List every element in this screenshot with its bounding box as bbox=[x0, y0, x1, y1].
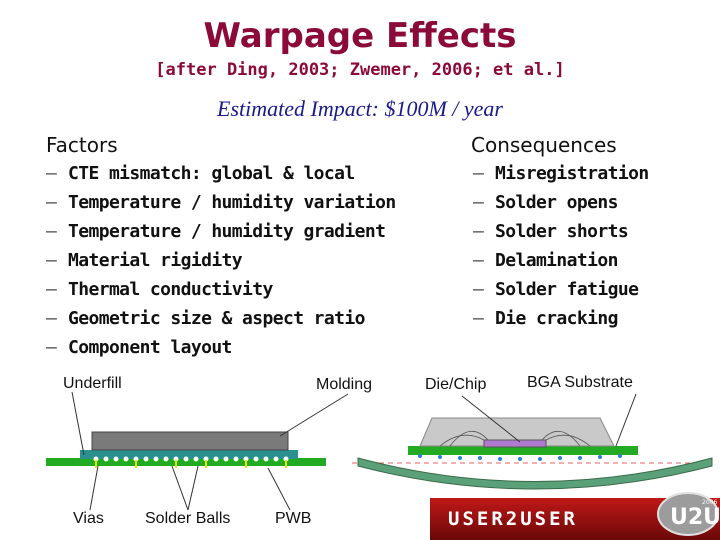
label-pwb: PWB bbox=[275, 510, 312, 527]
estimated-impact: Estimated Impact: $100M / year bbox=[217, 96, 503, 121]
dash-bullet: – bbox=[46, 250, 57, 271]
dash-bullet: – bbox=[46, 192, 57, 213]
label-vias: Vias bbox=[73, 510, 104, 527]
label-molding: Molding bbox=[316, 376, 373, 393]
dash-bullet: – bbox=[473, 221, 484, 242]
bga-substrate-right bbox=[408, 446, 638, 455]
u2u-badge-icon bbox=[657, 492, 719, 536]
slide-title: Warpage Effects bbox=[203, 16, 517, 56]
warped-board bbox=[357, 457, 713, 490]
die-chip bbox=[483, 439, 547, 448]
callout-lines-left bbox=[71, 391, 349, 511]
solder-balls-right bbox=[418, 454, 622, 461]
molding-right bbox=[419, 417, 615, 447]
dash-bullet: – bbox=[473, 192, 484, 213]
u2u-year: 2006 bbox=[702, 499, 717, 506]
label-underfill: Underfill bbox=[63, 375, 122, 392]
dash-bullet: – bbox=[46, 279, 57, 300]
label-solder-balls: Solder Balls bbox=[145, 510, 231, 527]
citation-subtitle: [after Ding, 2003; Zwemer, 2006; et al.] bbox=[155, 60, 565, 80]
pwb-board bbox=[46, 458, 326, 466]
vias-left bbox=[95, 460, 287, 468]
user2user-logo: USER2USER U2U 2006 bbox=[430, 492, 720, 540]
consequences-heading: Consequences bbox=[471, 133, 617, 157]
logo-wordmark: USER2USER bbox=[448, 508, 578, 530]
label-bga-substrate: BGA Substrate bbox=[527, 374, 633, 391]
dash-bullet: – bbox=[46, 163, 57, 184]
dash-bullet: – bbox=[473, 308, 484, 329]
wire-bonds bbox=[439, 431, 591, 447]
label-die-chip: Die/Chip bbox=[425, 376, 487, 393]
dash-bullet: – bbox=[473, 163, 484, 184]
u2u-badge-text: U2U bbox=[670, 505, 720, 530]
dash-bullet: – bbox=[473, 279, 484, 300]
factors-heading: Factors bbox=[46, 133, 118, 157]
callout-lines-right bbox=[461, 393, 637, 447]
dash-bullet: – bbox=[46, 221, 57, 242]
molding-left bbox=[91, 431, 289, 451]
dash-bullet: – bbox=[46, 337, 57, 358]
flat-package bbox=[46, 391, 349, 511]
bga-substrate-left bbox=[80, 450, 298, 459]
dash-bullet: – bbox=[473, 250, 484, 271]
warped-package bbox=[352, 393, 713, 490]
dash-bullet: – bbox=[46, 308, 57, 329]
